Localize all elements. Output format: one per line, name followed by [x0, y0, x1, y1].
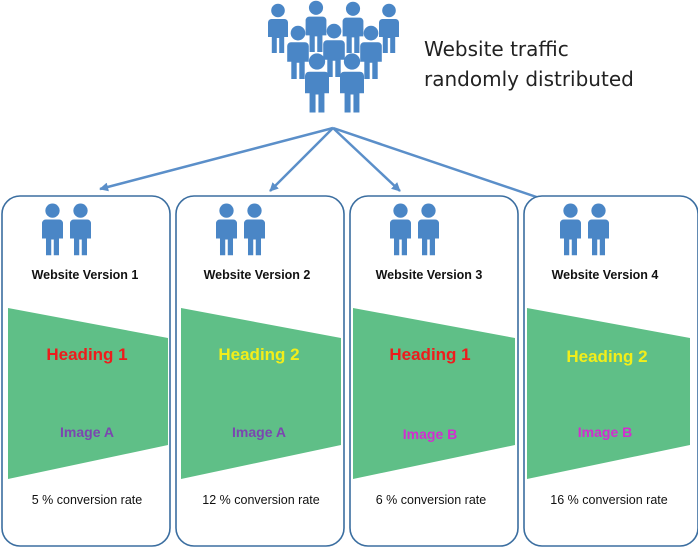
- variant-heading: Heading 2: [566, 347, 648, 366]
- version-title: Website Version 1: [31, 268, 139, 282]
- page-funnel-shape: [527, 308, 690, 479]
- version-title: Website Version 3: [375, 268, 483, 282]
- caption-line-1: Website traffic: [424, 37, 569, 61]
- conversion-rate: 16 % conversion rate: [550, 493, 668, 507]
- page-funnel-shape: [353, 308, 515, 479]
- arrow-to-version-4: [332, 126, 561, 207]
- variant-heading: Heading 1: [389, 345, 471, 364]
- arrow-to-version-2: [269, 127, 334, 192]
- conversion-rate: 6 % conversion rate: [375, 493, 487, 507]
- arrow-to-version-3: [332, 127, 401, 192]
- page-funnel-shape: [8, 308, 168, 479]
- version-card-4: [523, 195, 698, 547]
- distribution-arrows: [99, 126, 561, 207]
- version-title: Website Version 2: [203, 268, 311, 282]
- version-title: Website Version 4: [551, 268, 659, 282]
- variant-image-label: Image B: [402, 426, 458, 442]
- version-card-3: [349, 195, 519, 547]
- caption-line-2: randomly distributed: [424, 67, 634, 91]
- variant-heading: Heading 2: [218, 345, 300, 364]
- variant-heading: Heading 1: [46, 345, 128, 364]
- variant-image-label: Image B: [577, 424, 633, 440]
- conversion-rate: 5 % conversion rate: [31, 493, 143, 507]
- variant-image-label: Image A: [232, 424, 286, 440]
- version-card-2: [175, 195, 345, 547]
- version-card-1: [1, 195, 171, 547]
- conversion-rate: 12 % conversion rate: [202, 493, 320, 507]
- crowd-of-people-icon: [268, 0, 399, 113]
- arrow-to-version-1: [99, 126, 334, 192]
- traffic-caption: Website traffic randomly distributed: [424, 34, 684, 94]
- variant-image-label: Image A: [60, 424, 114, 440]
- page-funnel-shape: [181, 308, 341, 479]
